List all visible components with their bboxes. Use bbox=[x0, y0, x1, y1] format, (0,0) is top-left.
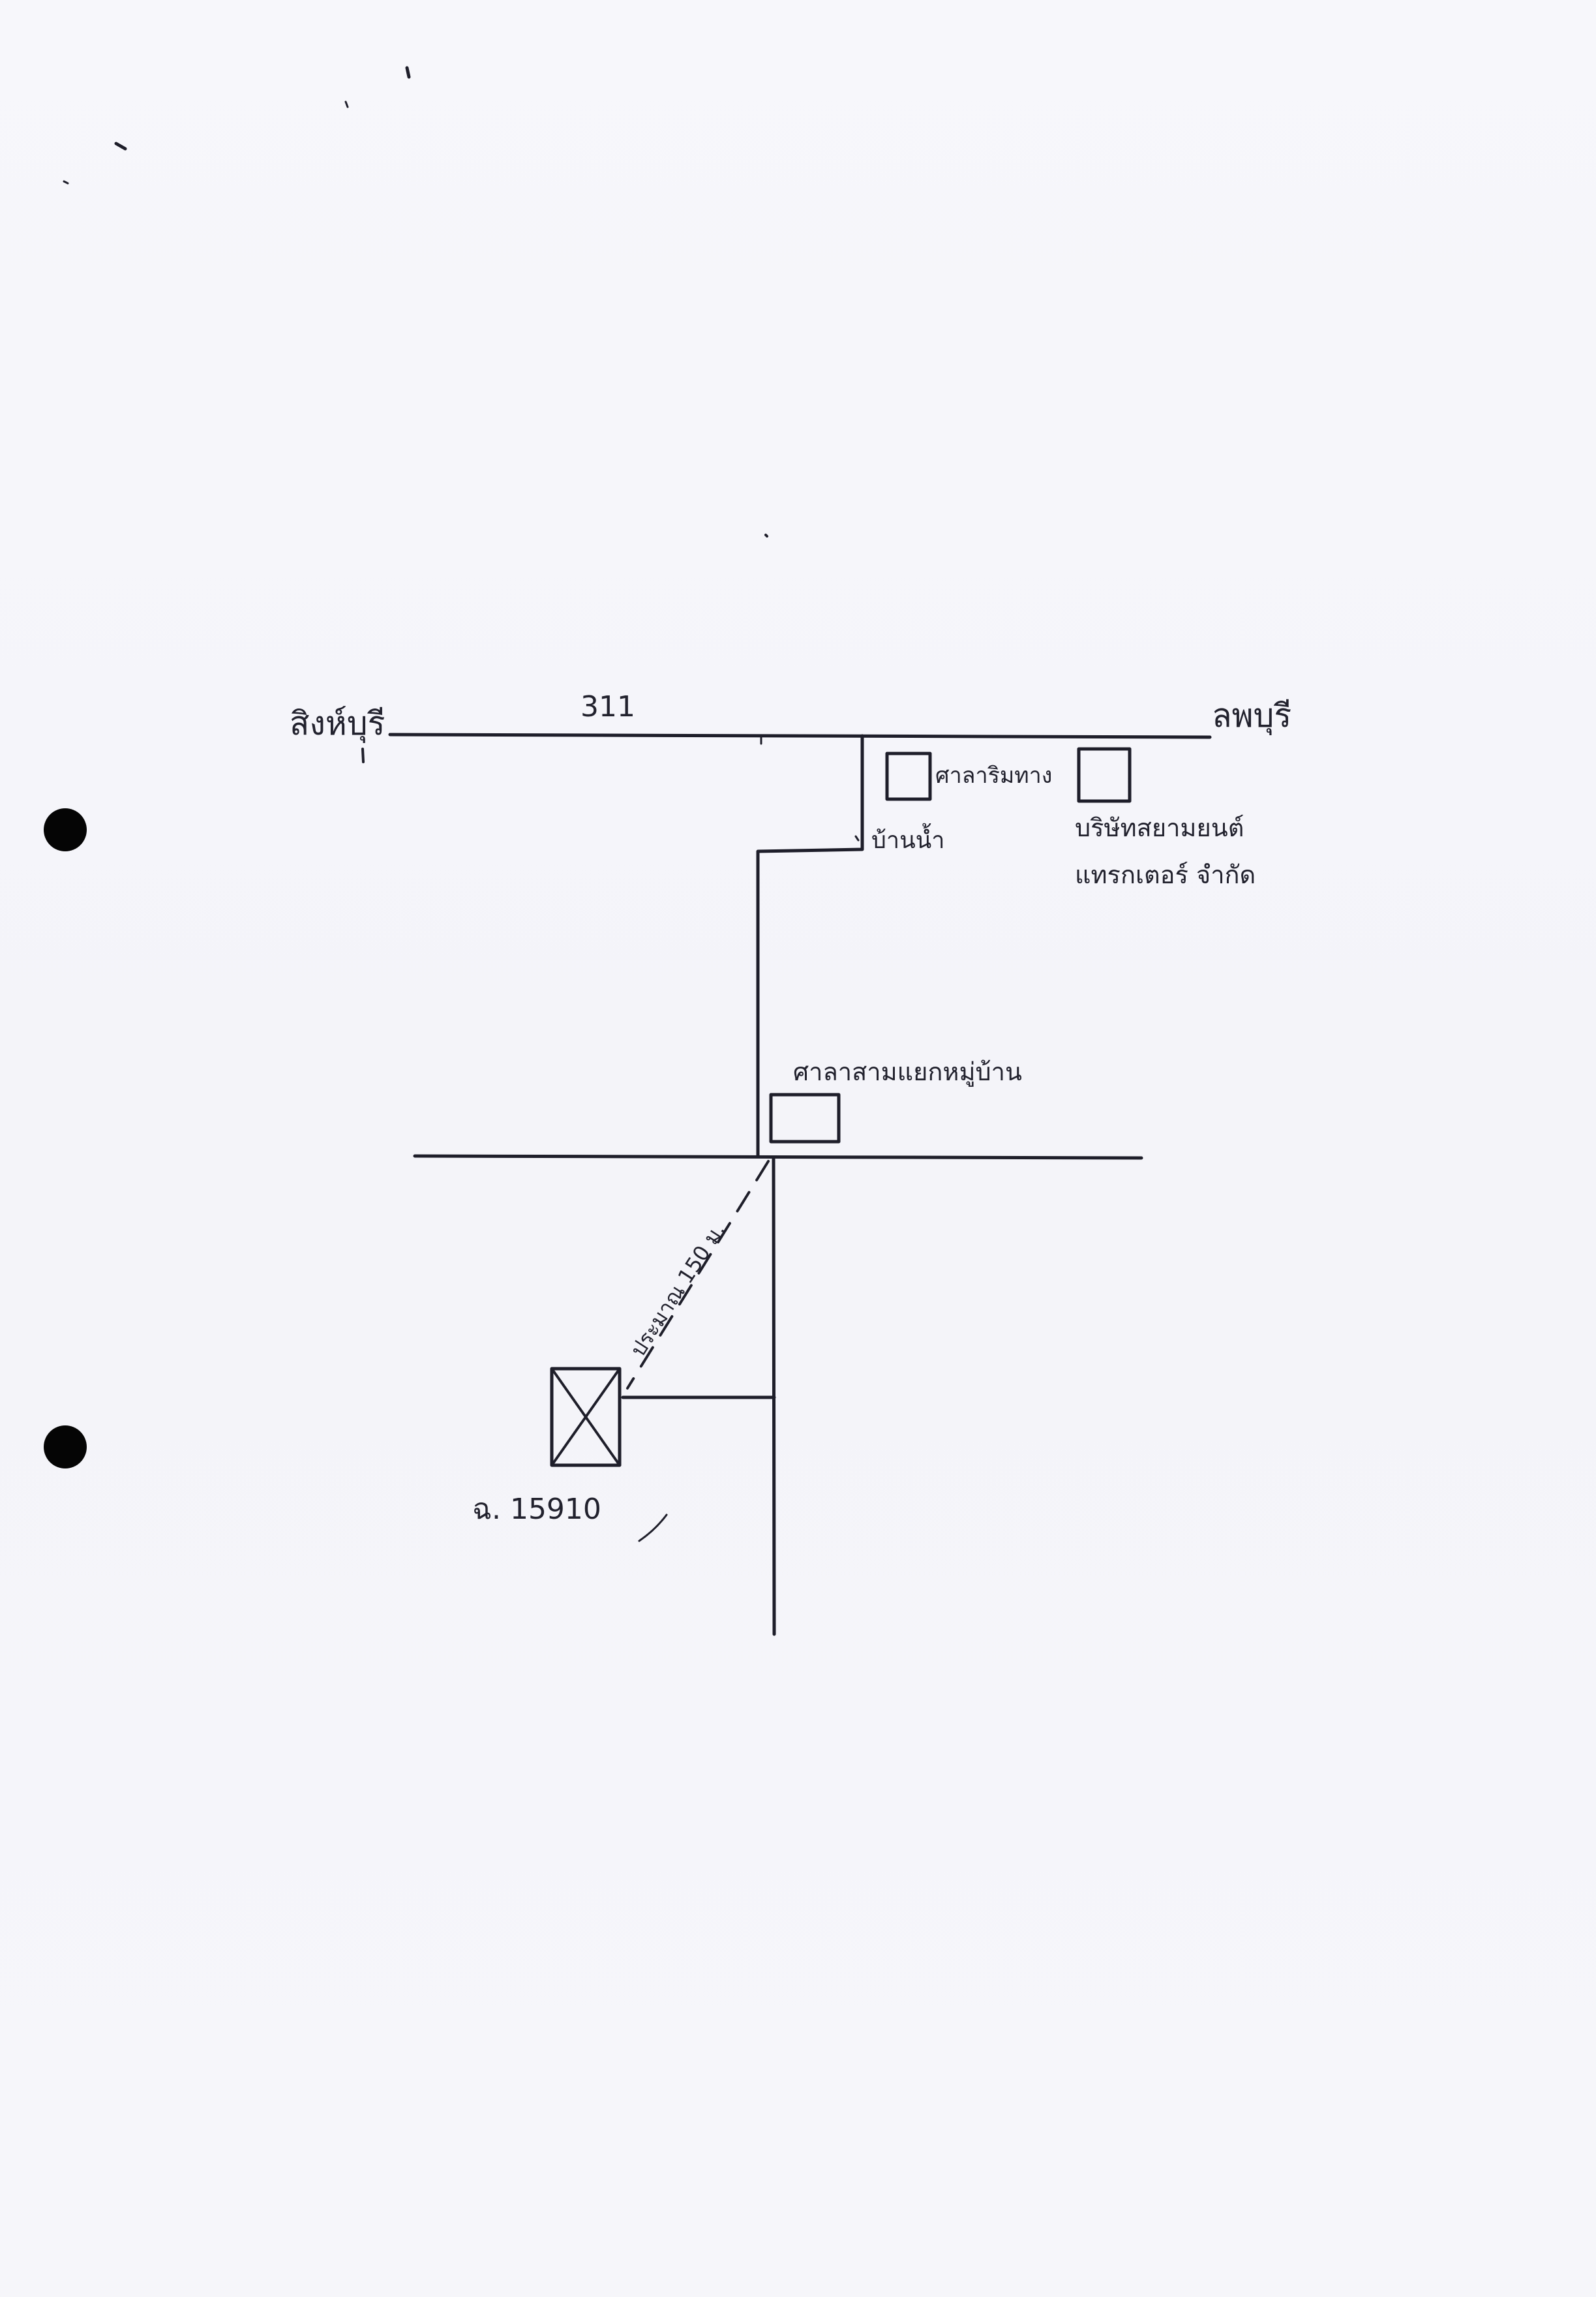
company-building-box bbox=[1077, 747, 1132, 803]
clinic-name-line2: บ้านน้ำ bbox=[871, 823, 945, 854]
place-left-label: สิงห์บุรี bbox=[290, 705, 385, 743]
highway-311-road bbox=[388, 733, 1212, 739]
stray-mark bbox=[114, 142, 127, 151]
place-right-label: ลพบุรี bbox=[1212, 697, 1291, 735]
punch-hole-bottom bbox=[44, 1425, 87, 1468]
branch-road-bend bbox=[756, 734, 864, 1158]
cross-road bbox=[413, 1154, 1143, 1160]
parcel-number-label: ฉ. 15910 bbox=[472, 1493, 601, 1526]
stray-mark bbox=[764, 534, 768, 538]
land-parcel-box bbox=[550, 1367, 622, 1467]
company-name-line2: แทรกเตอร์ จำกัด bbox=[1075, 860, 1256, 889]
company-name-line1: บริษัทสยามยนต์ bbox=[1075, 814, 1244, 842]
distance-dashed-line bbox=[626, 1160, 770, 1390]
stray-mark bbox=[344, 100, 349, 108]
parcel-cross-line bbox=[550, 1367, 621, 1467]
clinic-building-box bbox=[885, 752, 932, 801]
village-hall-label: ศาลาสามแยกหมู่บ้าน bbox=[793, 1057, 1022, 1087]
distance-label: ประมาณ 150 ม. bbox=[625, 1219, 730, 1361]
stray-mark bbox=[63, 180, 69, 185]
village-hall-box bbox=[769, 1093, 841, 1144]
punch-hole-top bbox=[44, 808, 87, 851]
stray-mark bbox=[405, 66, 411, 79]
road-tick bbox=[854, 835, 860, 842]
road-number-label: 311 bbox=[580, 690, 635, 723]
clinic-name-line1: ศาลาริมทาง bbox=[935, 763, 1052, 789]
pen-slash-mark bbox=[638, 1514, 668, 1542]
